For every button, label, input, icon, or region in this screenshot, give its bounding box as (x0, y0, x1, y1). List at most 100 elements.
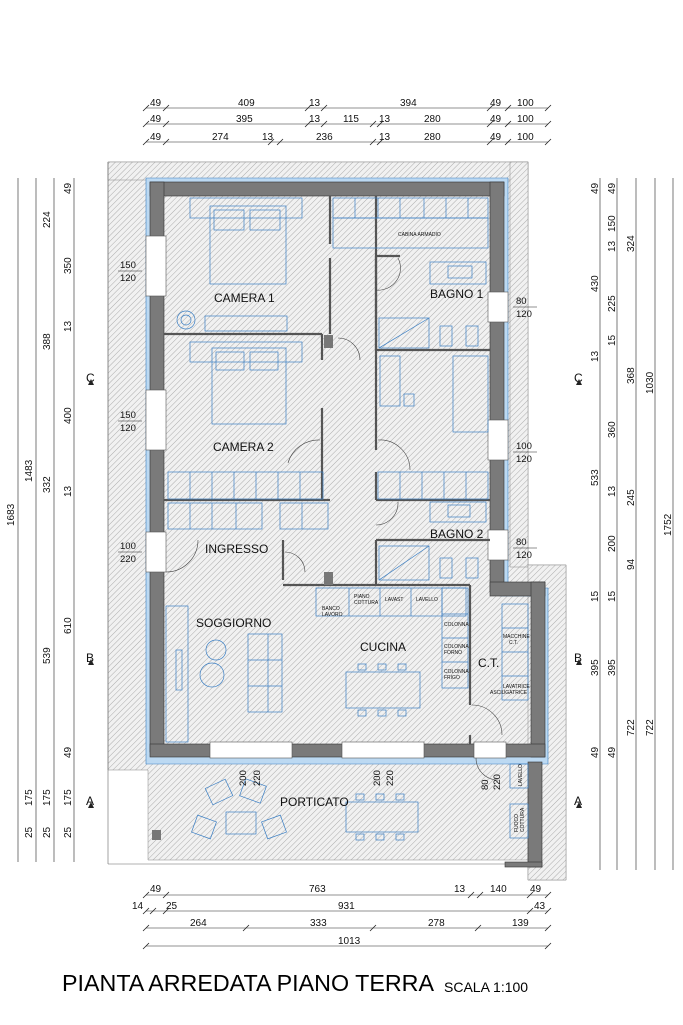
section-c-left: C (86, 371, 95, 385)
label-macchine-1: MACCHINE (503, 634, 530, 640)
dim-right-c4-6: 360 (607, 421, 618, 438)
label-cottura: COTTURA (354, 600, 379, 606)
label-banco: BANCO (322, 606, 340, 612)
label-piano: PIANO (354, 594, 370, 600)
label-cabina-armadio: CABINA ARMADIO (398, 232, 441, 238)
room-ct-label: C.T. (478, 656, 499, 670)
dim-left-total: 1683 (6, 503, 17, 526)
dim-left-c2-1: 25 (24, 826, 35, 838)
opening-cam2-h: 120 (120, 423, 136, 434)
section-c-right: C (574, 371, 583, 385)
plan-scale: SCALA 1:100 (444, 979, 528, 995)
opening-portico2-w: 200 (372, 770, 383, 786)
dim-bot-r1-0: 49 (150, 884, 162, 895)
dim-top-r2-6: 49 (490, 114, 502, 125)
dim-right-c4-0b: 49 (607, 182, 618, 194)
opening-rear-w: 100 (516, 441, 532, 452)
dim-left-c3-1: 350 (63, 257, 74, 274)
dims-bottom: 49 763 13 140 49 14 25 931 43 264 333 27… (132, 884, 548, 947)
dim-top-r2-4: 13 (379, 114, 391, 125)
dim-top-r3-3: 236 (316, 132, 333, 143)
dim-right-c4-2: 13 (607, 240, 618, 252)
dim-top-r2-3: 115 (343, 114, 359, 125)
label-fuoco-1: FUOCO (514, 814, 520, 832)
dim-left-c4-1: 13 (63, 320, 74, 332)
dim-left-c4-5: 175 (63, 789, 74, 806)
dim-left-c3-2: 388 (42, 333, 53, 350)
label-colonna-frigo-1: COLONNA (444, 669, 469, 675)
label-colonna: COLONNA (444, 622, 469, 628)
room-camera1-label: CAMERA 1 (214, 291, 275, 305)
room-ingresso-label: INGRESSO (205, 542, 268, 556)
dim-right-c4-1: 150 (607, 215, 618, 232)
dim-right-c1b: 722 (645, 719, 656, 736)
dim-top-r1-1: 409 (238, 98, 255, 109)
dim-right-c3-3: 94 (626, 558, 637, 570)
dim-top-r1-3: 394 (400, 98, 417, 109)
opening-cam1-h: 120 (120, 273, 136, 284)
dim-right-c4-11: 395 (607, 659, 618, 676)
dim-top-r2-7: 100 (517, 114, 534, 125)
dim-bot-r4-0: 1013 (338, 936, 361, 947)
dim-left-c4-4: 49 (63, 746, 74, 758)
room-camera2-label: CAMERA 2 (213, 440, 274, 454)
dim-bot-r1-4: 49 (530, 884, 542, 895)
dim-bot-r2-2: 931 (338, 901, 355, 912)
dim-top-r1-2: 13 (309, 98, 321, 109)
label-lavatrice: LAVATRICE (503, 684, 530, 690)
dim-left-c3-4: 332 (42, 476, 53, 493)
opening-ingresso-w: 100 (120, 541, 136, 552)
dim-top-r2-5: 280 (424, 114, 441, 125)
dims-right: 49 430 13 533 15 395 49 49 150 13 225 15… (590, 178, 674, 870)
section-b-right: B (574, 651, 582, 665)
plan-title: PIANTA ARREDATA PIANO TERRA (62, 970, 435, 996)
opening-cam1-w: 150 (120, 260, 136, 271)
room-bagno2-label: BAGNO 2 (430, 527, 484, 541)
room-soggiorno-label: SOGGIORNO (196, 616, 271, 630)
dim-left-c4-2: 13 (63, 485, 74, 497)
dim-top-r3-5: 280 (424, 132, 441, 143)
label-lavello-ext: LAVELLO (518, 764, 524, 786)
dim-top-r3-6: 49 (490, 132, 502, 143)
dim-left-c4-0: 49 (63, 182, 74, 194)
dim-bot-r1-1: 763 (309, 884, 326, 895)
section-a-left: A (86, 794, 94, 808)
dim-bot-r1-3: 140 (490, 884, 507, 895)
label-asciugatrice: ASCIUGATRICE (490, 690, 528, 696)
dim-bot-r3-1: 333 (310, 918, 327, 929)
opening-bagno2-h: 120 (516, 550, 532, 561)
doors (165, 257, 503, 781)
dim-top-r1-5: 100 (517, 98, 534, 109)
dim-right-c4-10: 15 (590, 590, 601, 602)
label-lavoro: LAVORO (322, 612, 343, 618)
dim-right-c4-7: 13 (607, 485, 618, 497)
opening-labels: 150 120 150 120 100 220 80 120 100 120 8… (118, 260, 537, 790)
dim-right-c2-1: 533 (590, 469, 601, 486)
dim-left-c1: 1483 (24, 459, 35, 482)
dim-left-c2-0: 175 (24, 789, 35, 806)
opening-cam2-w: 150 (120, 410, 136, 421)
dim-right-c2-0: 430 (590, 275, 601, 292)
dim-right-c1: 1030 (645, 371, 656, 394)
label-colonna-forno-2: FORNO (444, 650, 462, 656)
section-a-right: A (574, 794, 582, 808)
dim-bot-r2-1: 25 (166, 901, 178, 912)
room-bagno1-label: BAGNO 1 (430, 287, 484, 301)
dim-top-r3-2: 13 (262, 132, 274, 143)
room-labels: CAMERA 1 CAMERA 2 BAGNO 1 BAGNO 2 INGRES… (196, 287, 499, 809)
dim-right-c4-4: 15 (607, 334, 618, 346)
label-macchine-2: C.T. (509, 640, 518, 646)
dim-left-c3-0: 224 (42, 211, 53, 228)
dim-top-r2-1: 395 (236, 114, 253, 125)
room-cucina-label: CUCINA (360, 640, 406, 654)
dim-left-c3-6: 175 (42, 789, 53, 806)
opening-ingresso-h: 220 (120, 554, 136, 565)
dim-right-c2-2: 395 (590, 659, 601, 676)
dim-right-c4-12: 49 (607, 746, 618, 758)
dim-right-c3-2: 245 (626, 489, 637, 506)
dim-left-c3-3: 400 (63, 407, 74, 424)
dim-bot-r2-3: 43 (534, 901, 546, 912)
label-lavello: LAVELLO (416, 597, 438, 603)
dim-right-c5-0: 49 (590, 746, 601, 758)
